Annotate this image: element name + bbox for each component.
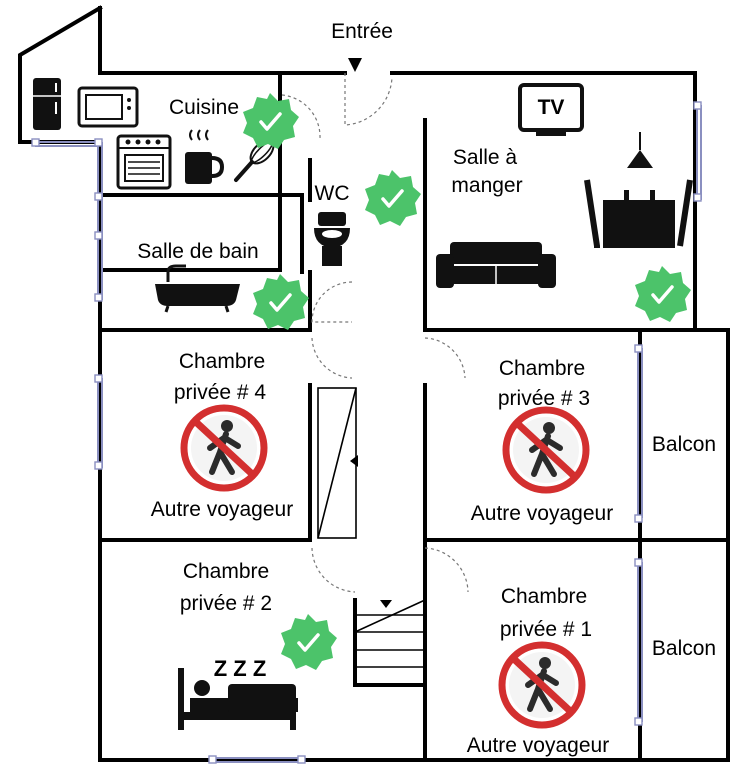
label-tv: TV bbox=[538, 96, 565, 119]
label-balcon-top: Balcon bbox=[652, 433, 716, 456]
bathtub-icon bbox=[155, 264, 240, 313]
label-zzz: Z Z Z bbox=[214, 656, 267, 681]
label-chambre4-line1: Chambre bbox=[179, 350, 265, 373]
bed-icon bbox=[178, 668, 298, 730]
no-pedestrian-sign-icon bbox=[506, 410, 586, 490]
label-chambre1-line2: privée # 1 bbox=[500, 618, 592, 641]
microwave-icon bbox=[77, 86, 139, 128]
entrance-arrow-icon bbox=[348, 58, 362, 72]
oven-icon bbox=[116, 134, 172, 190]
windows bbox=[31, 101, 702, 764]
label-chambre3-line1: Chambre bbox=[499, 357, 585, 380]
label-chambre4-autre: Autre voyageur bbox=[151, 498, 293, 521]
label-salle-manger-line2: manger bbox=[451, 174, 522, 197]
doors bbox=[281, 58, 469, 593]
green-check-badge-icon bbox=[633, 264, 693, 324]
label-chambre2-line2: privée # 2 bbox=[180, 592, 272, 615]
stairs bbox=[317, 387, 426, 668]
toilet-icon bbox=[314, 212, 350, 266]
green-check-badge-icon bbox=[241, 91, 301, 151]
green-check-badge-icon bbox=[251, 272, 311, 332]
green-check-badge-icon bbox=[279, 612, 339, 672]
label-salle-bain: Salle de bain bbox=[137, 240, 258, 263]
label-chambre1-autre: Autre voyageur bbox=[467, 734, 609, 757]
label-cuisine: Cuisine bbox=[169, 96, 239, 119]
label-salle-manger-line1: Salle à bbox=[453, 146, 518, 169]
sofa-icon bbox=[436, 242, 556, 288]
dining-table-icon bbox=[584, 132, 693, 248]
green-check-badge-icon bbox=[363, 168, 423, 228]
label-chambre1-line1: Chambre bbox=[501, 585, 587, 608]
no-pedestrian-sign-icon bbox=[184, 408, 264, 488]
hot-drink-icon bbox=[185, 129, 225, 184]
label-chambre4-line2: privée # 4 bbox=[174, 381, 267, 404]
fridge-icon bbox=[33, 78, 61, 130]
label-chambre3-line2: privée # 3 bbox=[498, 387, 590, 410]
walls bbox=[18, 5, 730, 762]
label-balcon-bottom: Balcon bbox=[652, 637, 716, 660]
tv-icon bbox=[518, 83, 584, 136]
label-wc: WC bbox=[315, 182, 350, 205]
label-chambre3-autre: Autre voyageur bbox=[471, 502, 613, 525]
no-pedestrian-sign-icon bbox=[502, 645, 582, 725]
label-chambre2-line1: Chambre bbox=[183, 560, 269, 583]
label-entree: Entrée bbox=[331, 20, 393, 43]
